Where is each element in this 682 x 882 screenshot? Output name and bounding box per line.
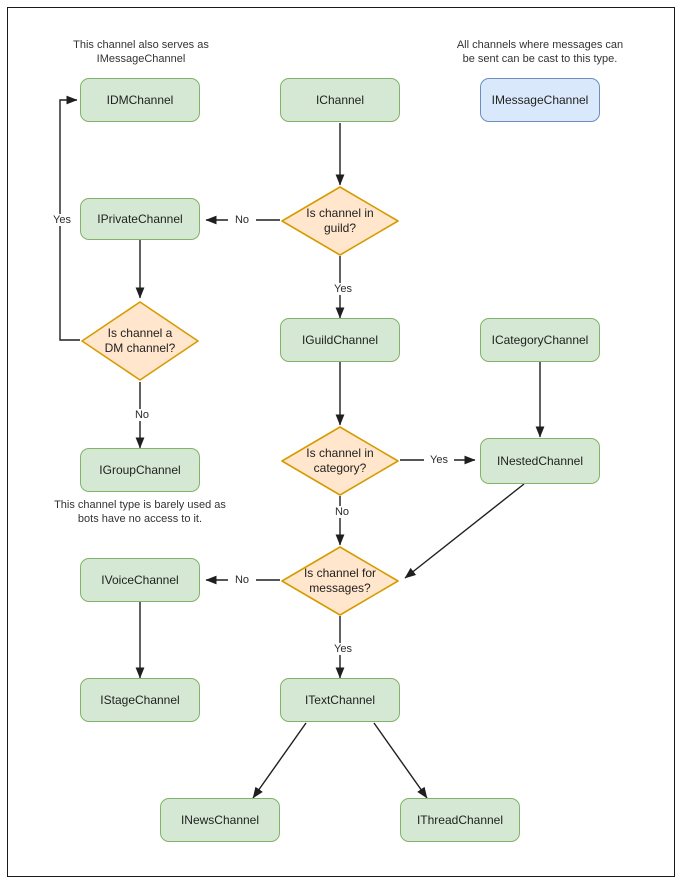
note-imessage-channel: All channels where messages can be sent …	[456, 39, 624, 65]
decision-label: Is channel a DM channel?	[104, 326, 176, 355]
edge-label-dm-no: No	[128, 409, 156, 421]
decision-channel-in-category[interactable]: Is channel in category?	[280, 425, 400, 497]
decision-label: Is channel in category?	[306, 446, 374, 475]
node-istage-channel[interactable]: IStageChannel	[80, 678, 200, 722]
diamond-shape	[281, 546, 399, 616]
node-imessage-channel[interactable]: IMessageChannel	[480, 78, 600, 122]
edge-label-guild-no: No	[228, 214, 256, 226]
node-inews-channel[interactable]: INewsChannel	[160, 798, 280, 842]
note-idm-channel: This channel also serves as IMessageChan…	[73, 39, 209, 65]
diamond-shape	[281, 426, 399, 496]
edge-text-to-thread	[373, 722, 428, 799]
diamond-shape	[281, 186, 399, 256]
decision-channel-for-messages[interactable]: Is channel for messages?	[280, 545, 400, 617]
node-iprivate-channel[interactable]: IPrivateChannel	[80, 198, 200, 240]
decision-label: Is channel in guild?	[306, 206, 374, 235]
note-group-channel: This channel type is barely used as bots…	[54, 499, 226, 525]
node-inested-channel[interactable]: INestedChannel	[480, 438, 600, 484]
node-ichannel[interactable]: IChannel	[280, 78, 400, 122]
decision-label: Is channel for messages?	[303, 566, 377, 595]
decision-channel-in-guild[interactable]: Is channel in guild?	[280, 185, 400, 257]
edge-label-messages-yes: Yes	[328, 643, 358, 655]
edge-label-category-no: No	[328, 506, 356, 518]
node-ithread-channel[interactable]: IThreadChannel	[400, 798, 520, 842]
edge-label-messages-no: No	[228, 574, 256, 586]
node-itext-channel[interactable]: ITextChannel	[280, 678, 400, 722]
decision-is-dm-channel[interactable]: Is channel a DM channel?	[80, 300, 200, 382]
edge-label-guild-yes: Yes	[328, 283, 358, 295]
edge-nested-to-messages	[404, 483, 525, 579]
edge-label-dm-yes: Yes	[47, 214, 77, 226]
node-iguild-channel[interactable]: IGuildChannel	[280, 318, 400, 362]
node-icategory-channel[interactable]: ICategoryChannel	[480, 318, 600, 362]
edge-text-to-news	[252, 722, 307, 799]
node-idm-channel[interactable]: IDMChannel	[80, 78, 200, 122]
edge-label-category-yes: Yes	[424, 454, 454, 466]
node-ivoice-channel[interactable]: IVoiceChannel	[80, 558, 200, 602]
diamond-shape	[81, 301, 199, 381]
node-igroup-channel[interactable]: IGroupChannel	[80, 448, 200, 492]
